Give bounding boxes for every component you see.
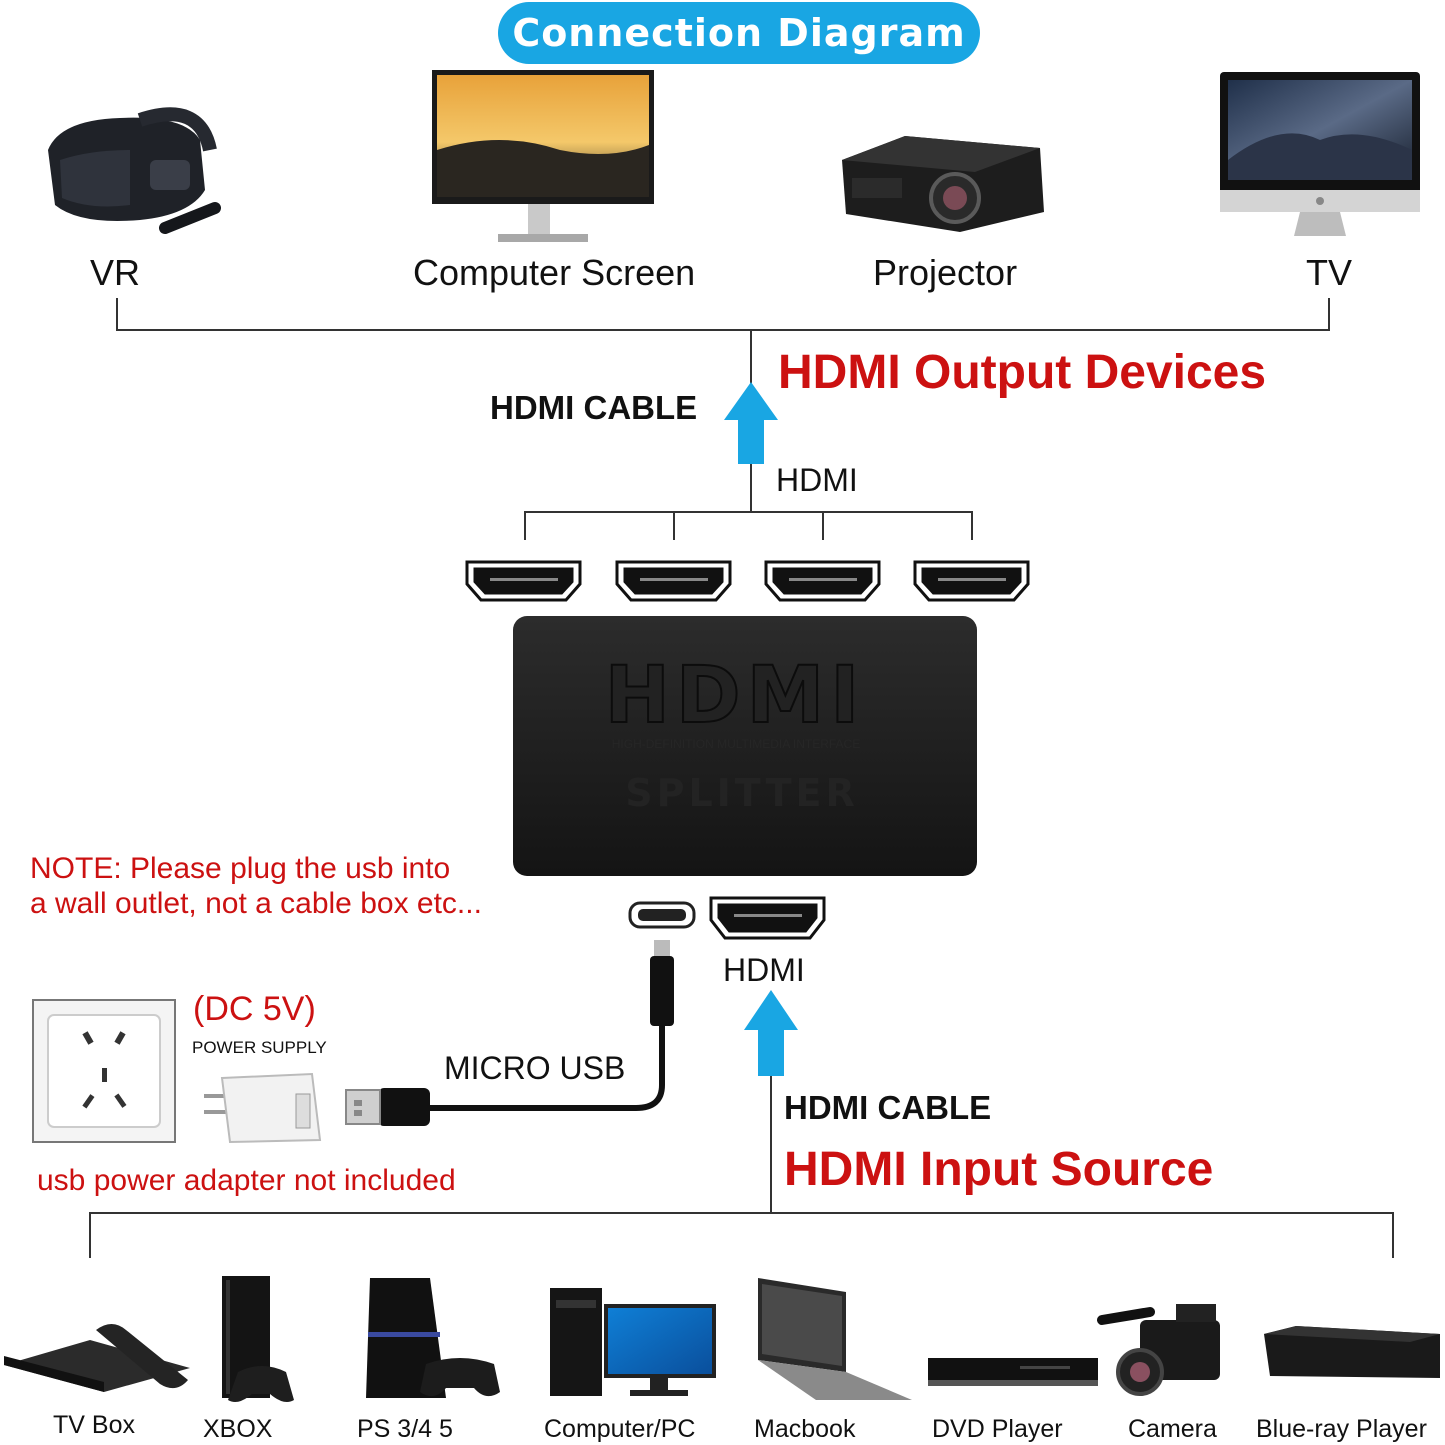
playstation-icon <box>366 1278 500 1398</box>
adapter-note: usb power adapter not included <box>37 1164 456 1197</box>
output-hdmi-label: HDMI <box>776 462 858 498</box>
source-label-xbox: XBOX <box>203 1415 273 1443</box>
hdmi-input-port-icon <box>709 896 826 940</box>
xbox-icon <box>222 1276 294 1402</box>
tv-box-icon <box>4 1324 190 1392</box>
splitter-name: SPLITTER <box>625 771 859 815</box>
hdmi-port-icon <box>615 560 732 602</box>
input-hdmi-label: HDMI <box>723 952 805 988</box>
output-heading: HDMI Output Devices <box>778 346 1267 399</box>
input-arrow-icon <box>744 990 798 1076</box>
hdmi-port-icon <box>465 560 582 602</box>
vr-headset-icon <box>48 107 221 234</box>
device-label-vr: VR <box>90 252 141 293</box>
micro-usb-cable-icon <box>345 940 674 1126</box>
source-label-dvd-player: DVD Player <box>932 1415 1063 1443</box>
splitter-subtitle: HIGH-DEFINITION MULTIMEDIA INTERFACE <box>612 737 860 751</box>
desktop-pc-icon <box>550 1288 716 1396</box>
camera-icon <box>1097 1304 1220 1396</box>
device-label-tv: TV <box>1306 252 1353 293</box>
dvd-player-icon <box>928 1358 1098 1386</box>
micro-usb-port-icon <box>628 901 696 929</box>
device-label-computer-screen: Computer Screen <box>413 252 696 293</box>
power-voltage: (DC 5V) <box>193 990 316 1028</box>
splitter-logo: HDMI <box>605 651 866 741</box>
bluray-player-icon <box>1264 1326 1440 1378</box>
device-label-projector: Projector <box>873 252 1018 293</box>
source-label-bluray-player: Blue-ray Player <box>1256 1415 1427 1443</box>
note-line-2: a wall outlet, not a cable box etc... <box>30 887 482 920</box>
input-cable-label: HDMI CABLE <box>784 1089 992 1126</box>
source-label-computer-pc: Computer/PC <box>544 1415 696 1443</box>
hdmi-port-icon <box>913 560 1030 602</box>
source-label-tv-box: TV Box <box>53 1411 135 1439</box>
output-cable-label: HDMI CABLE <box>490 389 698 426</box>
diagram-title: Connection Diagram <box>498 2 980 64</box>
wall-outlet-icon <box>32 999 176 1143</box>
laptop-icon <box>758 1278 912 1400</box>
source-label-playstation: PS 3/4 5 <box>357 1415 453 1443</box>
micro-usb-label: MICRO USB <box>444 1050 626 1086</box>
input-bus-lines <box>89 1076 1394 1258</box>
projector-icon <box>842 136 1044 232</box>
splitter-box <box>513 616 977 876</box>
source-label-camera: Camera <box>1128 1415 1217 1443</box>
monitor-icon <box>432 70 654 242</box>
output-arrow-icon <box>724 382 778 464</box>
usb-power-adapter-icon <box>204 1072 322 1144</box>
note-line-1: NOTE: Please plug the usb into <box>30 852 451 885</box>
input-heading: HDMI Input Source <box>784 1143 1214 1196</box>
hdmi-port-icon <box>764 560 881 602</box>
source-label-macbook: Macbook <box>754 1415 856 1443</box>
output-bus-lines <box>116 298 1330 540</box>
power-supply-label: POWER SUPPLY <box>192 1038 327 1057</box>
imac-tv-icon <box>1220 72 1420 236</box>
